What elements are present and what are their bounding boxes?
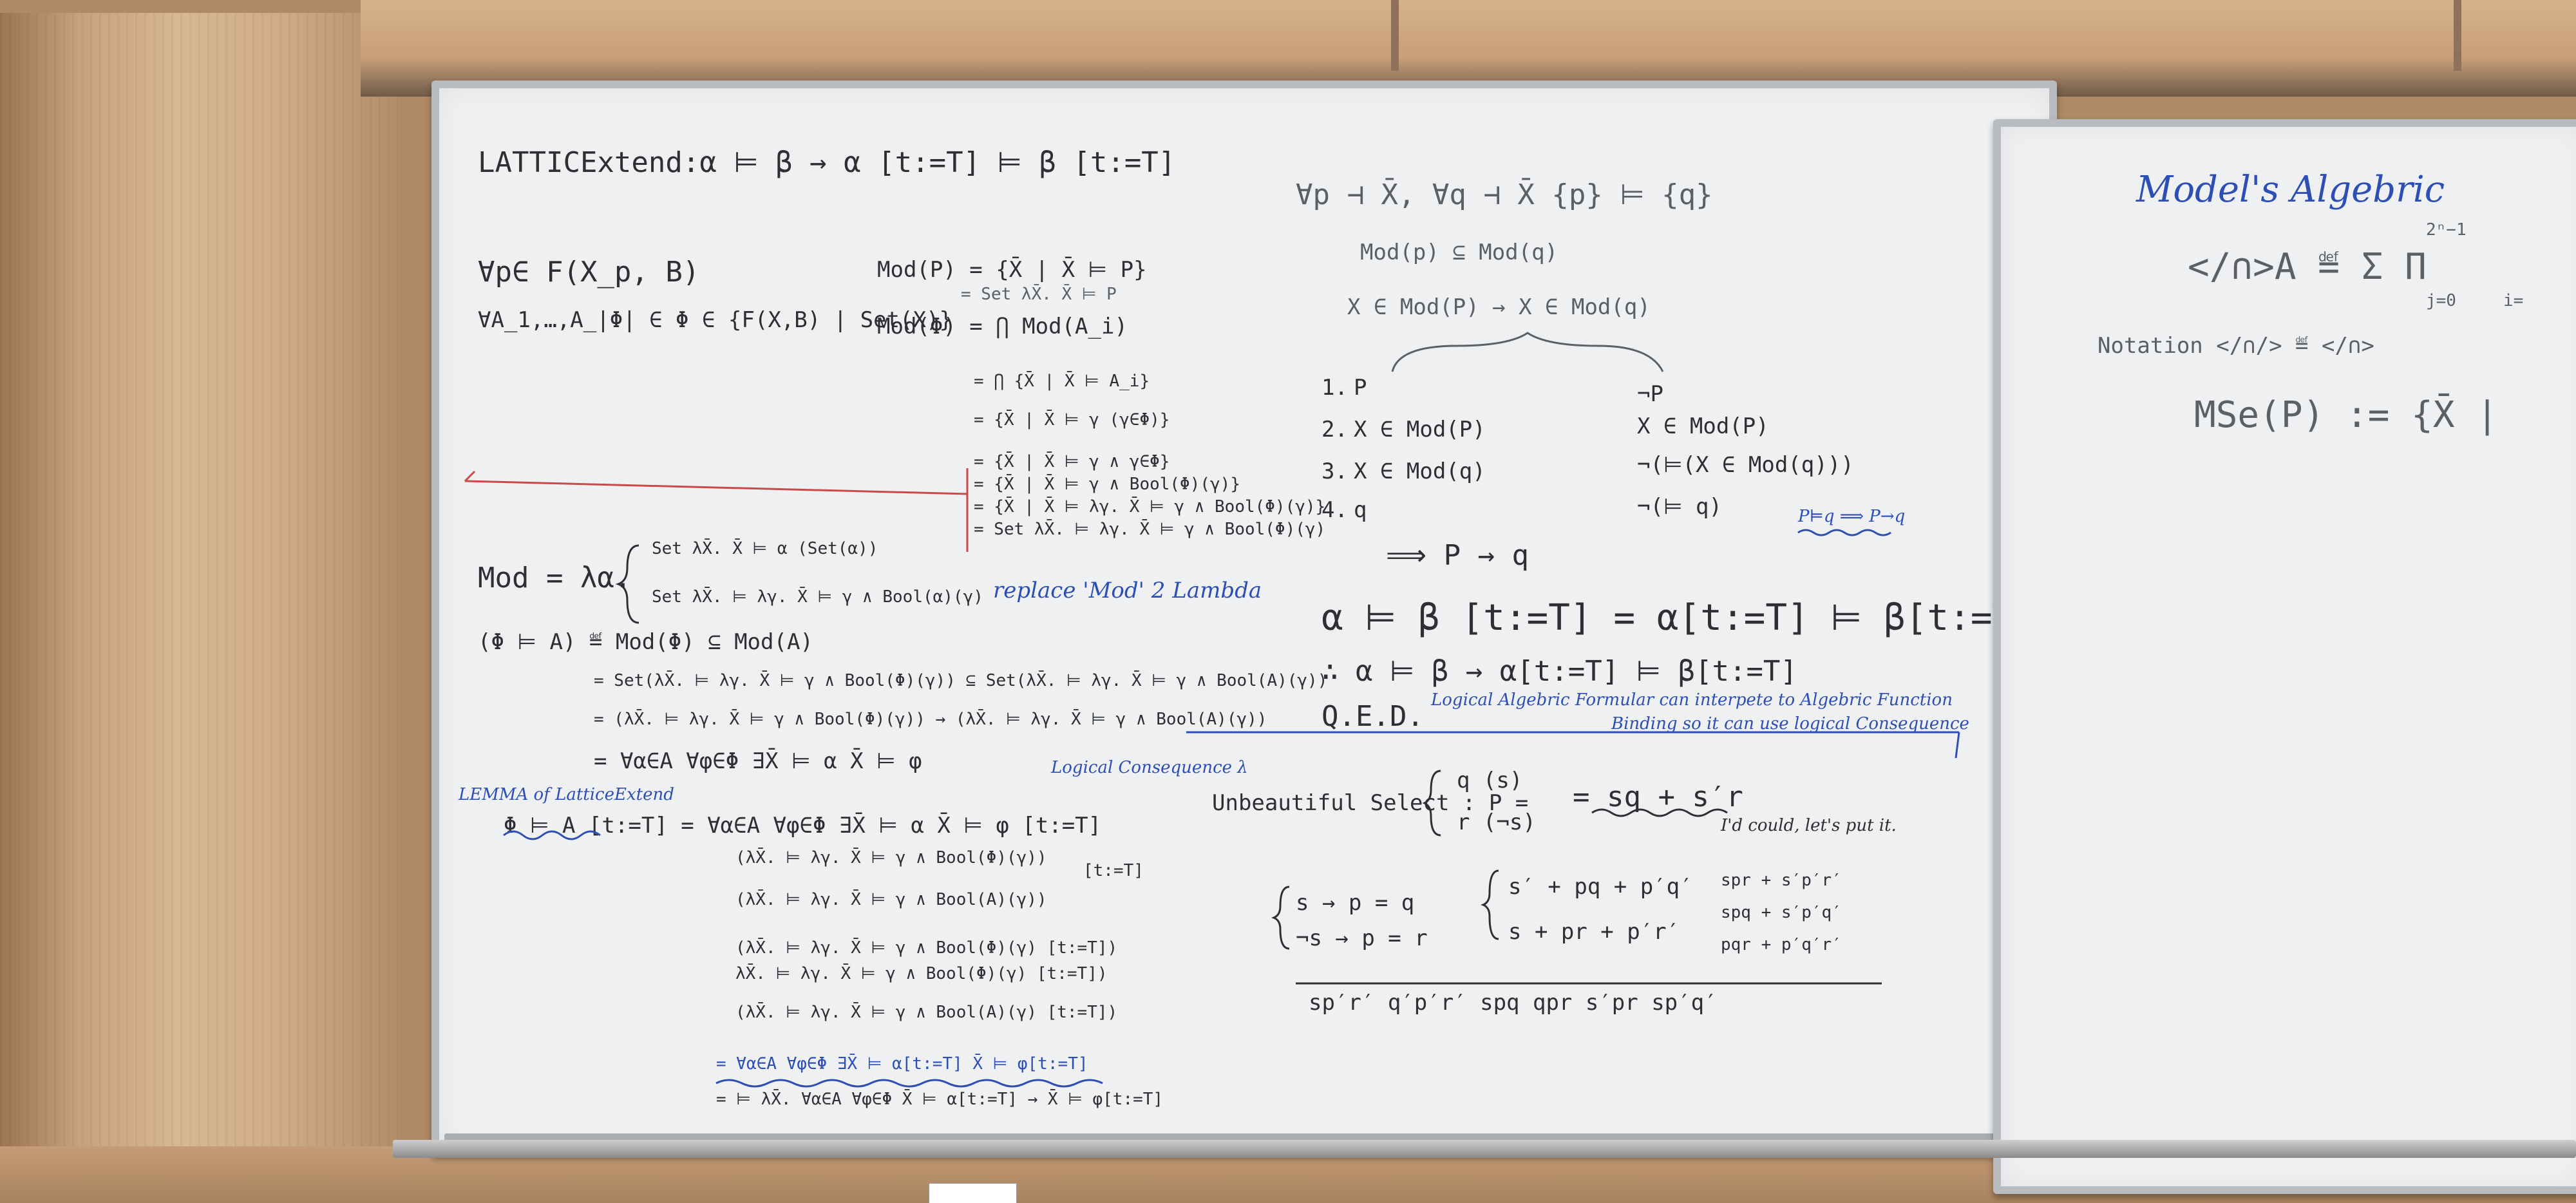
mod-eq-1: = ⋂ {X̄ | X̄ ⊨ A_i} xyxy=(974,372,1150,391)
x-in-mod: X ∈ Mod(P) → X ∈ Mod(q) xyxy=(1347,294,1651,320)
proof-step-1-right: ¬P xyxy=(1637,381,1663,407)
board-label-sticker xyxy=(929,1183,1017,1203)
lemma-line-1b: [t:=T] xyxy=(1083,861,1144,880)
trim-seam xyxy=(2454,0,2461,71)
mod-eq-4: = {X̄ | X̄ ⊨ γ ∧ Bool(Φ)(γ)} xyxy=(974,475,1240,494)
right-board-sum-bottom: j=0 xyxy=(2426,291,2456,310)
proof-step-3-left: X ∈ Mod(q) xyxy=(1354,459,1486,484)
phi-line-1: = Set(λX̄. ⊨ λγ. X̄ ⊨ γ ∧ Bool(Φ)(γ)) ⊆ … xyxy=(594,671,1328,690)
mod-eq-6: = Set λX̄. ⊨ λγ. X̄ ⊨ γ ∧ Bool(Φ)(γ) xyxy=(974,520,1326,539)
proof-step-4-left: q xyxy=(1354,497,1367,523)
proof-step-1-num: 1. xyxy=(1321,375,1348,401)
mod-p-set: = Set λX̄. X̄ ⊨ P xyxy=(961,285,1117,304)
could-note: I'd could, let's put it. xyxy=(1721,816,1897,835)
lemma-line-5: (λX̄. ⊨ λγ. X̄ ⊨ γ ∧ Bool(A)(γ) [t:=T]) xyxy=(735,1003,1118,1022)
wood-wall-panel-left xyxy=(0,13,399,1166)
logical-algebric-note-1: Logical Algebric Formular can interpete … xyxy=(1431,690,1953,710)
right-whiteboard: Model's Algebric </∩>A ≝ Σ Π 2ⁿ−1 j=0 i=… xyxy=(1993,119,2576,1194)
proof-step-4-right: ¬(⊨ q) xyxy=(1637,494,1722,520)
unbeautiful-select: Unbeautiful Select : P = xyxy=(1212,790,1529,816)
qed-label: Q.E.D. xyxy=(1321,700,1424,733)
lemma-head: Φ ⊨ A [t:=T] = ∀α∈A ∀φ∈Φ ∃X̄ ⊨ α X̄ ⊨ φ … xyxy=(504,813,1102,838)
logical-algebric-note-2: Binding so it can use logical Consequenc… xyxy=(1611,714,1969,734)
phi-line-3: = ∀α∈A ∀φ∈Φ ∃X̄ ⊨ α X̄ ⊨ φ xyxy=(594,748,922,774)
lemma-line-1: (λX̄. ⊨ λγ. X̄ ⊨ γ ∧ Bool(Φ)(γ)) xyxy=(735,848,1047,867)
replace-note: replace 'Mod' 2 Lambda xyxy=(993,578,1262,603)
phi-entails-def: (Φ ⊨ A) ≝ Mod(Φ) ⊆ Mod(A) xyxy=(478,629,813,655)
proof-step-3-right: ¬(⊨(X ∈ Mod(q))) xyxy=(1637,452,1854,478)
right-board-mse: MSe(P) := {X̄ | xyxy=(2194,394,2499,436)
mod-lambda: Mod = λα. xyxy=(478,562,632,594)
forall-a-formula: ∀A_1,…,A_|Φ| ∈ Φ ∈ {F(X,B) | Set(X)} xyxy=(478,307,952,333)
forall-p-formula: ∀p∈ F(X_p, B) xyxy=(478,256,700,289)
implies-result: ⟹ P → q xyxy=(1386,539,1530,572)
system-result-2: s + pr + p′r′ xyxy=(1508,919,1680,945)
system-result-1: s′ + pq + p′q′ xyxy=(1508,874,1693,900)
proof-step-4-num: 4. xyxy=(1321,497,1348,523)
lemma-line-4: λX̄. ⊨ λγ. X̄ ⊨ γ ∧ Bool(Φ)(γ) [t:=T]) xyxy=(735,964,1108,983)
case-q: q (s) xyxy=(1457,768,1523,793)
proof-step-3-num: 3. xyxy=(1321,459,1348,484)
main-whiteboard: LATTICExtend:α ⊨ β → α [t:=T] ⊨ β [t:=T]… xyxy=(431,81,2057,1203)
right-board-notation: Notation </∩/> ≝ </∩> xyxy=(2098,333,2374,359)
proof-step-1-left: P xyxy=(1354,375,1367,401)
p-entails-note: P⊨q ⟹ P→q xyxy=(1798,507,1906,526)
right-board-prod-bottom: i= xyxy=(2503,291,2524,310)
lemma-line-7: = ⊨ λX̄. ∀α∈A ∀φ∈Φ X̄ ⊨ α[t:=T] → X̄ ⊨ φ… xyxy=(716,1090,1164,1109)
right-board-title: Model's Algebric xyxy=(2136,169,2445,211)
mod-p-definition: Mod(P) = {X̄ | X̄ ⊨ P} xyxy=(877,257,1147,283)
mod-lambda-case2: Set λX̄. ⊨ λγ. X̄ ⊨ γ ∧ Bool(α)(γ) xyxy=(652,587,983,607)
bottom-terms: sp′r′ q′p′r′ spq qpr s′pr sp′q′ xyxy=(1309,990,1718,1016)
therefore-line: ∴ α ⊨ β → α[t:=T] ⊨ β[t:=T] xyxy=(1321,655,1797,688)
phi-line-2: = (λX̄. ⊨ λγ. X̄ ⊨ γ ∧ Bool(Φ)(γ)) → (λX… xyxy=(594,710,1267,729)
substitution-equation: α ⊨ β [t:=T] = α[t:=T] ⊨ β[t:=T] xyxy=(1321,597,2036,639)
floor-rail xyxy=(393,1140,2576,1158)
system-eq-1: s → p = q xyxy=(1296,890,1415,916)
proof-step-2-num: 2. xyxy=(1321,417,1348,442)
mod-eq-5: = {X̄ | X̄ ⊨ λγ. X̄ ⊨ γ ∧ Bool(Φ)(γ)} xyxy=(974,497,1326,516)
lemma-line-2: (λX̄. ⊨ λγ. X̄ ⊨ γ ∧ Bool(A)(γ)) xyxy=(735,890,1047,909)
proof-step-2-left: X ∈ Mod(P) xyxy=(1354,417,1486,442)
logical-consequence-note: Logical Consequence λ xyxy=(1051,758,1248,777)
mod-eq-3: = {X̄ | X̄ ⊨ γ ∧ γ∈Φ} xyxy=(974,452,1170,471)
forall-pq: ∀p ⊣ X̄, ∀q ⊣ X̄ {p} ⊨ {q} xyxy=(1296,178,1713,211)
lemma-line-3: (λX̄. ⊨ λγ. X̄ ⊨ γ ∧ Bool(Φ)(γ) [t:=T]) xyxy=(735,938,1118,958)
mod-subset: Mod(p) ⊆ Mod(q) xyxy=(1360,240,1558,265)
mod-eq-2: = {X̄ | X̄ ⊨ γ (γ∈Φ)} xyxy=(974,410,1170,430)
board-strokes xyxy=(464,332,1960,1088)
right-board-sum-top: 2ⁿ−1 xyxy=(2426,220,2467,240)
system-col-3: pqr + p′q′r′ xyxy=(1721,935,1842,954)
lemma-label: LEMMA of LatticeExtend xyxy=(459,785,674,804)
trim-seam xyxy=(1391,0,1399,71)
mod-phi-definition: Mod(Φ) = ⋂ Mod(A_i) xyxy=(877,314,1128,339)
system-col-1: spr + s′p′r′ xyxy=(1721,871,1842,890)
proof-step-2-right: X ∈ Mod(P) xyxy=(1637,413,1769,439)
case-r: r (¬s) xyxy=(1457,810,1536,835)
right-board-line-1: </∩>A ≝ Σ Π xyxy=(2188,246,2427,288)
header-formula: LATTICExtend:α ⊨ β → α [t:=T] ⊨ β [t:=T] xyxy=(478,146,1176,179)
system-col-2: spq + s′p′q′ xyxy=(1721,903,1842,922)
mod-lambda-case1: Set λX̄. X̄ ⊨ α (Set(α)) xyxy=(652,539,878,558)
case-result: = sq + s′r xyxy=(1573,781,1743,813)
lemma-line-6: = ∀α∈A ∀φ∈Φ ∃X̄ ⊨ α[t:=T] X̄ ⊨ φ[t:=T] xyxy=(716,1054,1088,1074)
system-eq-2: ¬s → p = r xyxy=(1296,925,1428,951)
